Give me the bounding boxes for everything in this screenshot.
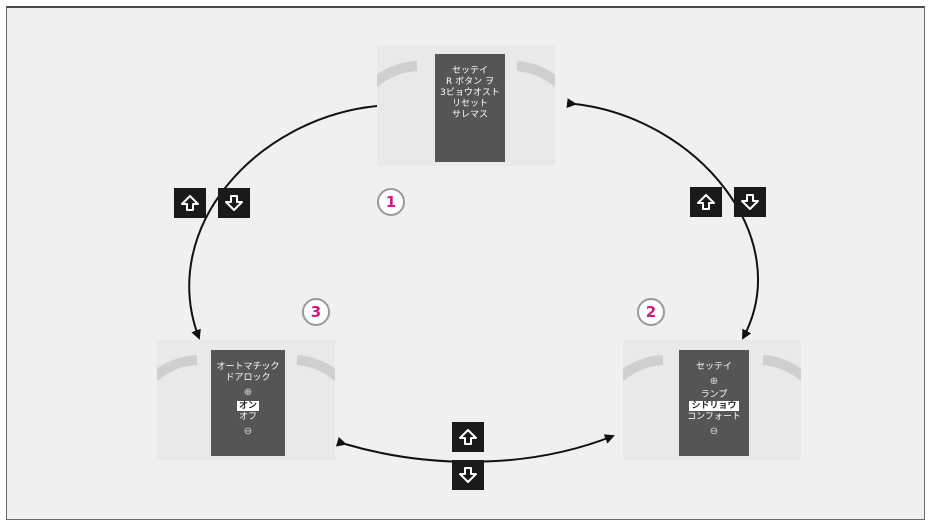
display-line: セッテイ <box>451 66 488 76</box>
display-line: 3ビョウオスト <box>440 88 500 98</box>
step-badge-1: 1 <box>377 188 405 216</box>
screen-reset-info: セッテイ R ボタン ヲ 3ビョウオスト リセット サレマス <box>377 46 555 166</box>
step-badge-2: 2 <box>637 298 665 326</box>
display-panel: セッテイ ⊕ ランプ シドリョウ コンフォート ⊖ <box>679 350 749 456</box>
step-badge-3: 3 <box>302 298 330 326</box>
down-arrow-key-icon <box>452 460 484 490</box>
display-title: セッテイ <box>695 362 732 372</box>
display-title: オートマチック <box>216 362 280 372</box>
screen-auto-door-lock: オートマチック ドアロック ⊕ オン オフ ⊖ <box>157 340 335 460</box>
display-line: R ボタン ヲ <box>446 77 494 87</box>
up-arrow-key-icon <box>690 187 722 217</box>
up-arrow-key-icon <box>174 188 206 218</box>
display-title: ドアロック <box>225 373 271 383</box>
display-panel: セッテイ R ボタン ヲ 3ビョウオスト リセット サレマス <box>435 54 505 162</box>
gauge-background <box>623 355 801 382</box>
screen-lamp-setting: セッテイ ⊕ ランプ シドリョウ コンフォート ⊖ <box>623 340 801 460</box>
diagram-frame: セッテイ R ボタン ヲ 3ビョウオスト リセット サレマス セッテイ ⊕ ラン… <box>6 6 925 520</box>
display-line: サレマス <box>451 110 488 120</box>
display-line: リセット <box>451 99 488 109</box>
arrow-top-right <box>566 98 759 340</box>
gauge-background <box>157 355 335 382</box>
option-comfort: コンフォート <box>687 412 741 422</box>
plus-icon: ⊕ <box>243 387 253 398</box>
plus-icon: ⊕ <box>709 376 719 387</box>
option-off: オフ <box>238 412 257 422</box>
display-panel: オートマチック ドアロック ⊕ オン オフ ⊖ <box>211 350 285 456</box>
down-arrow-key-icon <box>734 187 766 217</box>
down-arrow-key-icon <box>218 188 250 218</box>
minus-icon: ⊖ <box>243 426 253 437</box>
gauge-background <box>377 61 555 88</box>
option-selected: シドリョウ <box>689 401 739 411</box>
minus-icon: ⊖ <box>709 426 719 437</box>
up-arrow-key-icon <box>452 422 484 452</box>
arrow-top-left <box>188 100 386 340</box>
option-lamp: ランプ <box>700 390 728 400</box>
option-selected: オン <box>236 401 259 411</box>
